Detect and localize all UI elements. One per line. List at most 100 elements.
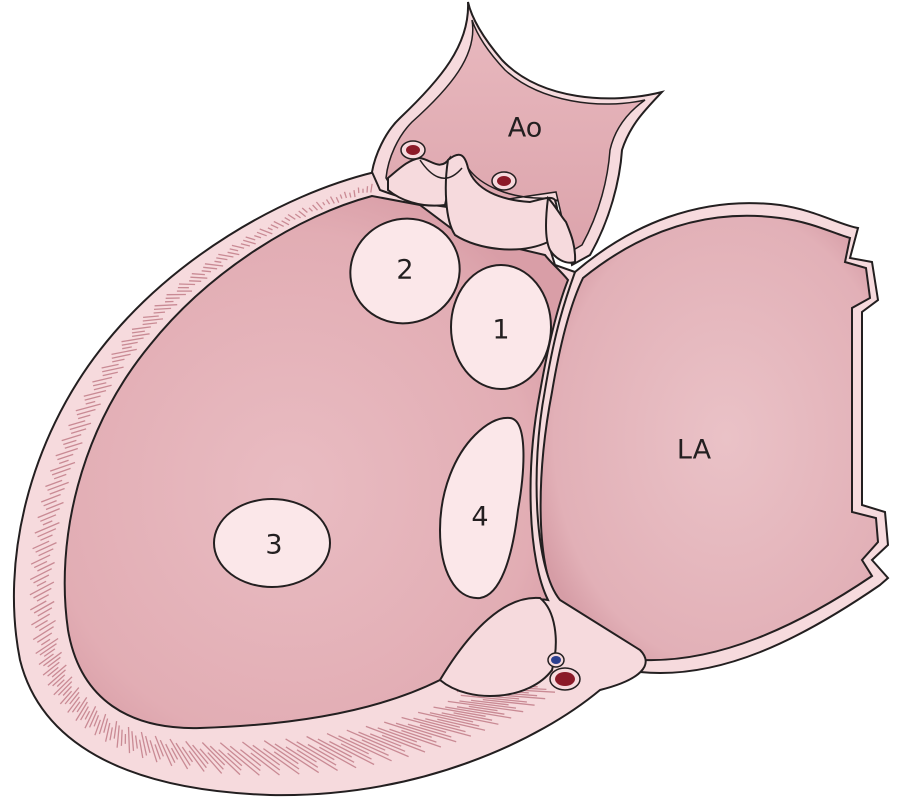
striation-line — [358, 731, 406, 752]
striation-line — [401, 716, 472, 737]
striation-line — [178, 283, 196, 286]
striation-line — [154, 735, 165, 757]
striation-line — [267, 227, 273, 231]
region-3-shape — [213, 498, 331, 588]
striation-line — [55, 447, 79, 457]
striation-line — [242, 741, 281, 771]
striation-line — [447, 700, 524, 713]
striation-line — [250, 752, 280, 776]
striation-line — [214, 260, 222, 263]
striation-line — [29, 568, 52, 581]
striation-line — [43, 648, 56, 657]
striation-line — [207, 752, 224, 770]
striation-line — [93, 384, 112, 391]
striation-line — [57, 681, 73, 696]
right-coronary-ostium-icon — [491, 171, 517, 191]
striation-line — [102, 366, 124, 373]
striation-line — [121, 341, 138, 346]
striation-line — [138, 739, 144, 759]
striation-line — [209, 745, 241, 776]
striation-line — [263, 740, 299, 765]
striation-line — [287, 213, 296, 220]
striation-line — [29, 600, 47, 611]
striation-line — [37, 561, 55, 572]
striation-line — [417, 711, 480, 727]
aortic-sinus-line — [419, 159, 551, 199]
striation-line — [33, 560, 48, 569]
striation-line — [256, 231, 267, 237]
striation-line — [482, 698, 535, 706]
striation-line — [312, 204, 318, 211]
striation-line — [59, 690, 73, 705]
striation-line — [181, 746, 194, 763]
striation-line — [49, 487, 65, 495]
striation-line — [122, 346, 132, 350]
striation-line — [68, 420, 86, 427]
coronary-artery-icon — [549, 667, 581, 691]
striation-line — [103, 718, 109, 733]
striation-line — [40, 638, 51, 646]
striation-line — [102, 371, 118, 377]
striation-line — [62, 685, 72, 696]
striation-line — [143, 315, 159, 319]
striation-line — [329, 196, 335, 204]
striation-line — [308, 207, 313, 212]
striation-line — [231, 244, 245, 249]
left-atrium-chamber — [539, 214, 880, 662]
striation-line — [37, 607, 53, 617]
striation-line — [192, 744, 209, 765]
striation-line — [101, 363, 119, 369]
striation-line — [38, 653, 54, 666]
striation-line — [40, 534, 53, 541]
striation-line — [254, 234, 262, 239]
striation-line — [49, 461, 76, 472]
striation-line — [243, 239, 256, 245]
striation-line — [298, 210, 307, 218]
striation-line — [165, 743, 176, 763]
striation-line — [227, 251, 240, 256]
coronary-vein-icon — [547, 652, 565, 668]
striation-line — [113, 721, 118, 739]
striation-line — [445, 706, 512, 719]
striation-line — [429, 712, 474, 723]
striation-line — [413, 717, 466, 733]
striation-line — [170, 747, 179, 760]
striation-line — [34, 522, 60, 534]
striation-line — [64, 442, 83, 449]
striation-line — [140, 731, 148, 756]
striation-line — [149, 740, 158, 763]
striation-line — [142, 322, 158, 326]
striation-line — [318, 746, 357, 769]
striation-line — [33, 600, 55, 614]
region-4-shape — [438, 416, 525, 600]
striation-line — [381, 734, 426, 753]
striation-line — [219, 742, 260, 776]
striation-line — [199, 748, 223, 774]
striation-line — [259, 228, 273, 235]
striation-line — [315, 201, 323, 210]
striation-line — [307, 743, 335, 761]
left-atrium-label: LA — [677, 435, 712, 466]
striation-line — [296, 749, 317, 763]
striation-line — [77, 414, 91, 420]
striation-line — [365, 725, 422, 748]
striation-line — [273, 220, 284, 227]
region-1-shape — [450, 264, 552, 390]
striation-line — [433, 706, 486, 717]
inferior-wall-bulge — [438, 596, 557, 697]
striation-line — [456, 706, 505, 715]
striation-line — [38, 548, 54, 557]
striation-line — [45, 501, 64, 511]
striation-line — [188, 750, 205, 772]
striation-line — [353, 190, 356, 198]
region-4-label: 4 — [471, 502, 488, 533]
striation-line — [45, 479, 63, 488]
striation-line — [39, 643, 57, 656]
striation-line — [203, 266, 218, 270]
striation-line — [76, 697, 88, 713]
striation-line — [175, 742, 191, 766]
aortic-valve-cusp-right — [544, 195, 577, 264]
striation-line — [32, 626, 54, 641]
striation-line — [468, 705, 498, 712]
striation-line — [306, 735, 355, 763]
